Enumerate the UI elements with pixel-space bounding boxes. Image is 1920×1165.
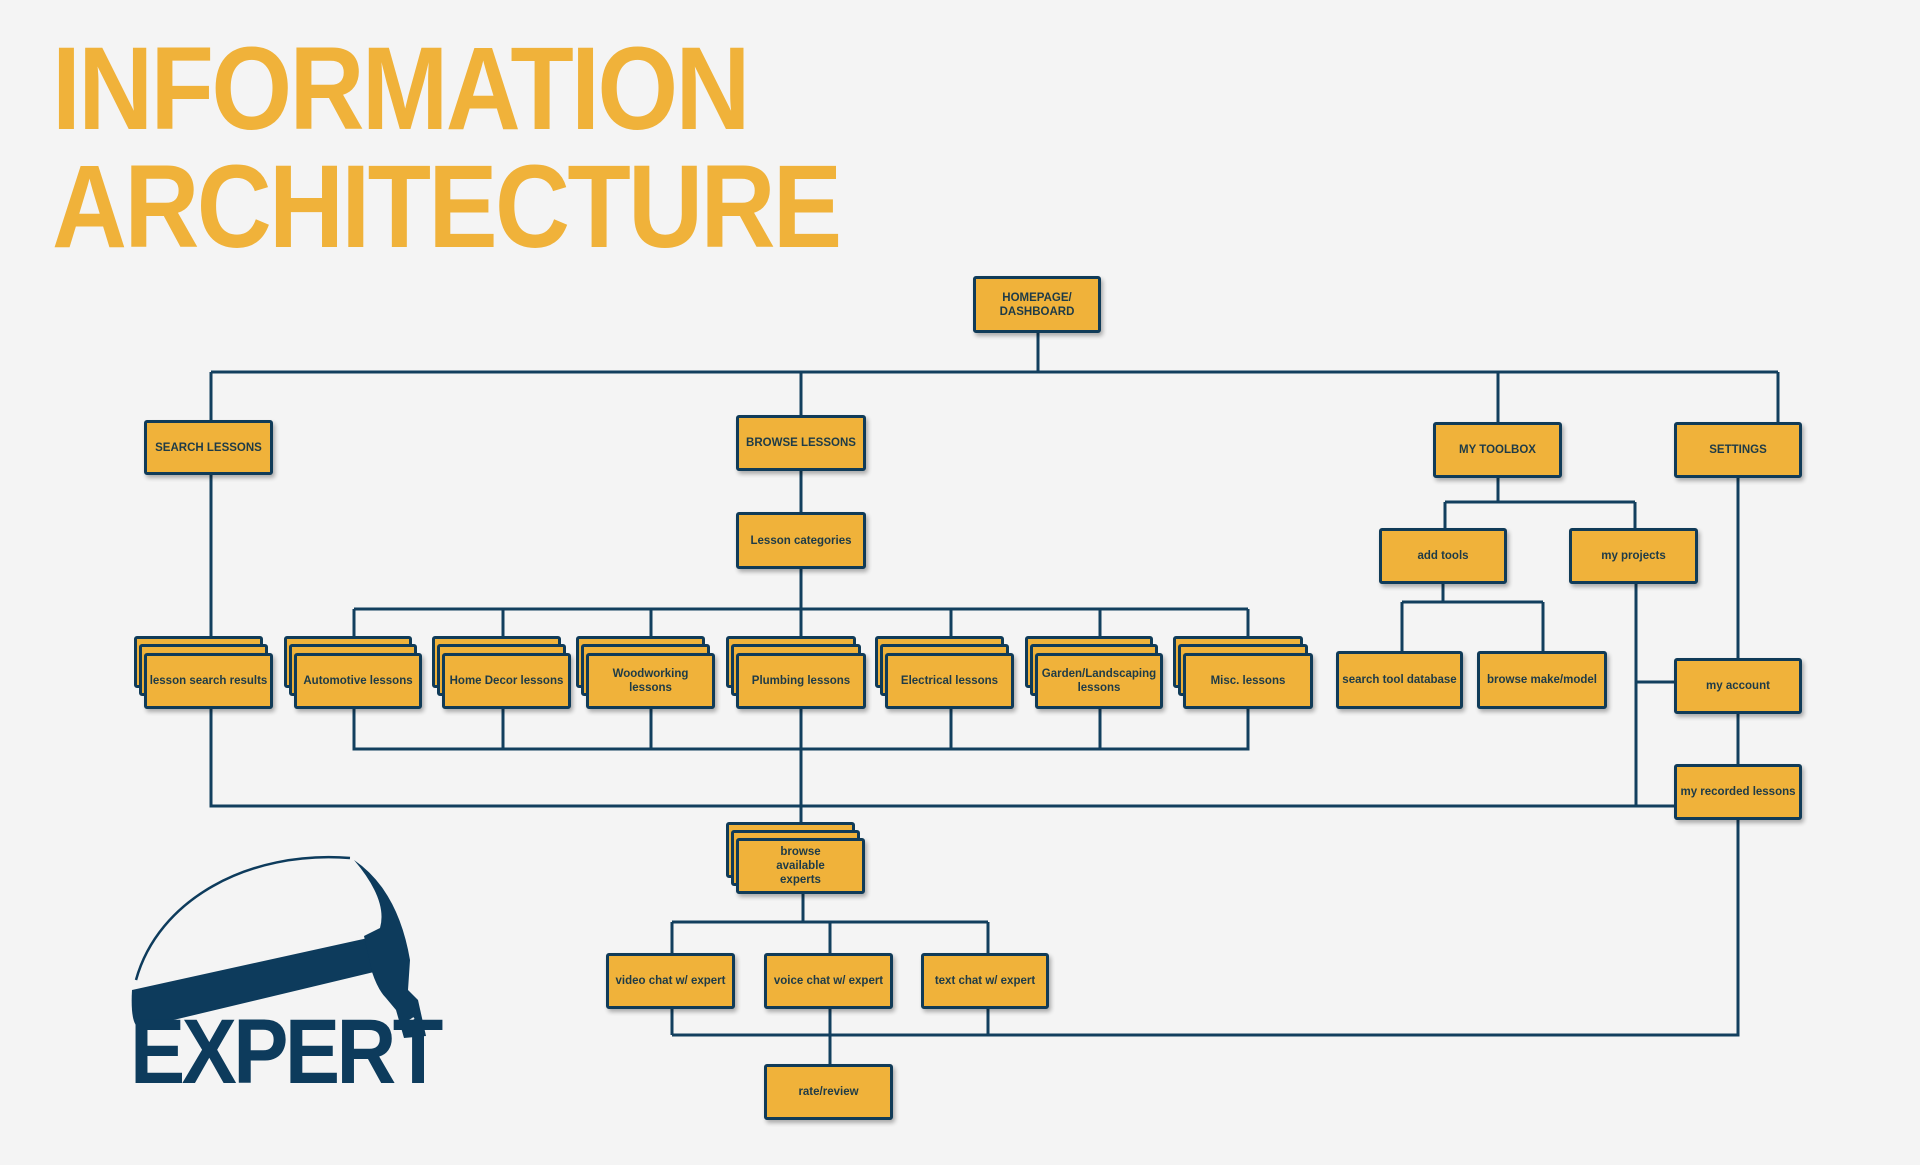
logo-text: EXPERT [130,1001,443,1103]
hammer-icon [131,855,426,1038]
node-rate-review[interactable]: rate/review [764,1064,893,1120]
node-automotive-lessons[interactable]: Automotive lessons [294,653,422,709]
node-browse-lessons[interactable]: BROWSE LESSONS [736,415,866,471]
node-woodworking-lessons[interactable]: Woodworking lessons [586,653,715,709]
node-electrical-lessons[interactable]: Electrical lessons [885,653,1014,709]
node-plumbing-lessons[interactable]: Plumbing lessons [736,653,866,709]
node-text-chat[interactable]: text chat w/ expert [921,953,1049,1009]
node-add-tools[interactable]: add tools [1379,528,1507,584]
node-home-decor-lessons[interactable]: Home Decor lessons [442,653,571,709]
node-settings[interactable]: SETTINGS [1674,422,1802,478]
node-my-projects[interactable]: my projects [1569,528,1698,584]
node-lesson-categories[interactable]: Lesson categories [736,512,866,569]
node-garden-landscaping-lessons[interactable]: Garden/Landscaping lessons [1035,653,1163,709]
page-title: INFORMATION ARCHITECTURE [52,23,842,273]
node-browse-available-experts[interactable]: browse available experts [736,838,865,894]
expert-logo: EXPERT [128,850,458,1103]
node-voice-chat[interactable]: voice chat w/ expert [764,953,893,1009]
node-search-tool-database[interactable]: search tool database [1336,651,1463,709]
node-my-toolbox[interactable]: MY TOOLBOX [1433,422,1562,478]
node-lesson-search-results[interactable]: lesson search results [144,653,273,709]
node-homepage[interactable]: HOMEPAGE/ DASHBOARD [973,276,1101,333]
title-line-2: ARCHITECTURE [52,141,842,273]
node-my-account[interactable]: my account [1674,658,1802,714]
node-video-chat[interactable]: video chat w/ expert [606,953,735,1009]
title-line-1: INFORMATION [52,23,750,155]
node-misc-lessons[interactable]: Misc. lessons [1183,653,1313,709]
node-browse-make-model[interactable]: browse make/model [1477,651,1607,709]
node-my-recorded-lessons[interactable]: my recorded lessons [1674,764,1802,820]
node-search-lessons[interactable]: SEARCH LESSONS [144,420,273,475]
